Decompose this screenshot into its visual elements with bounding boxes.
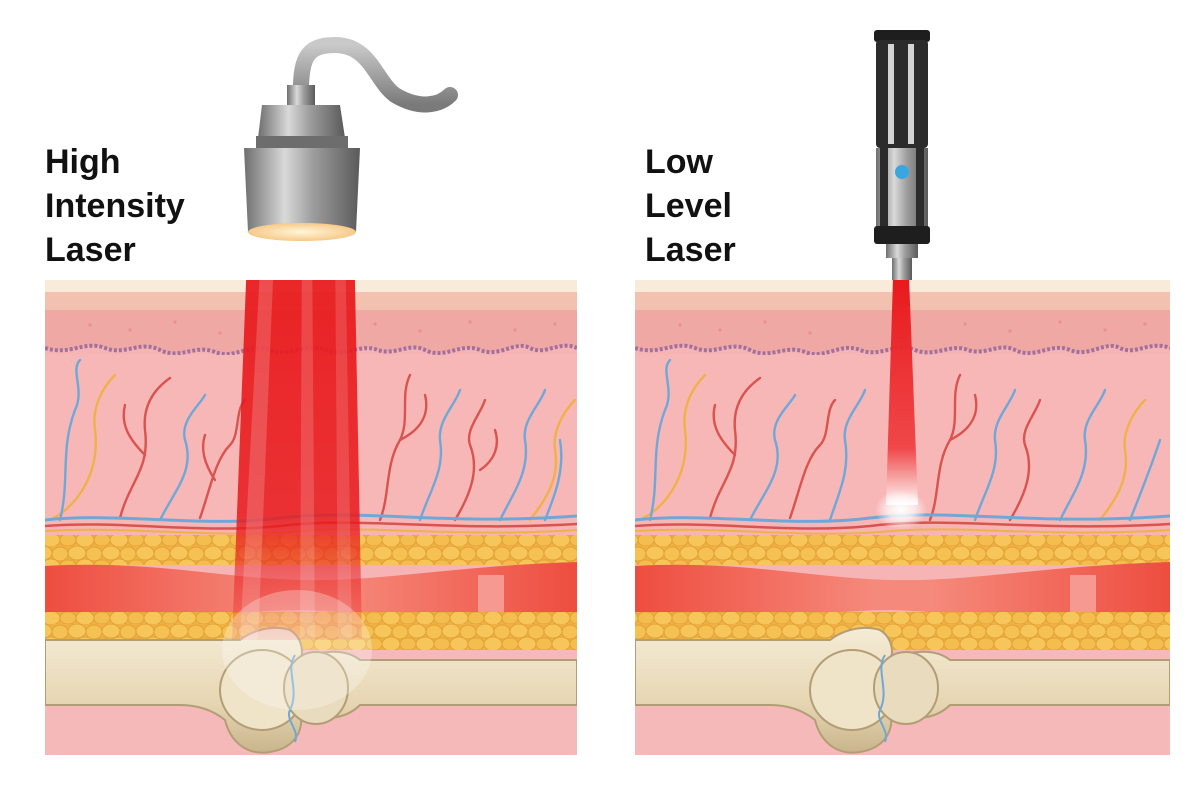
label-line: Intensity <box>45 187 185 225</box>
tissue-cross-section-high <box>45 280 577 755</box>
high-intensity-beam <box>222 280 372 710</box>
label-line: High <box>45 143 121 181</box>
high-intensity-laser-label: High Intensity Laser <box>45 140 185 272</box>
high-intensity-probe <box>244 36 458 241</box>
low-level-laser-label: Low Level Laser <box>645 140 736 272</box>
label-line: Level <box>645 187 732 225</box>
label-line: Low <box>645 143 713 181</box>
label-line: Laser <box>45 231 136 269</box>
low-level-laser-pen <box>874 30 930 280</box>
label-line: Laser <box>645 231 736 269</box>
indicator-light-icon <box>895 165 909 179</box>
low-level-beam <box>875 280 927 530</box>
tissue-cross-section-low <box>635 280 1170 755</box>
